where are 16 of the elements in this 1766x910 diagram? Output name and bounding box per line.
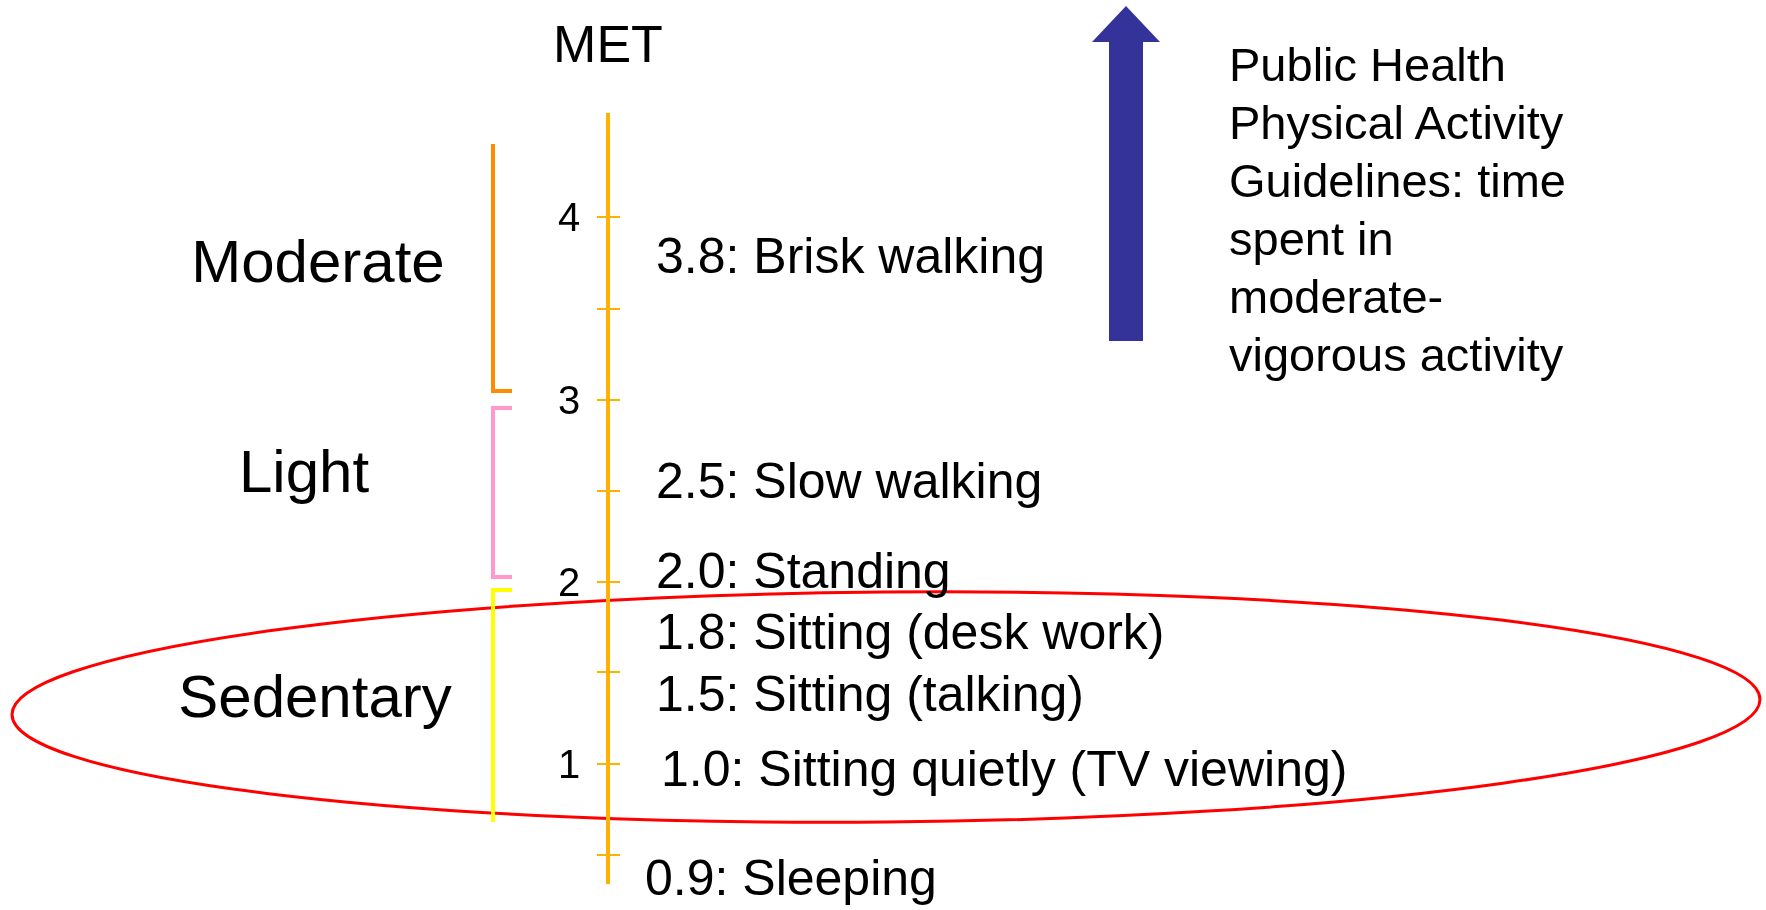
activity-label: 0.9: Sleeping [645,850,937,908]
category-label: Moderate [191,226,445,296]
activity-label: 2.5: Slow walking [656,453,1043,511]
activity-label: 3.8: Brisk walking [656,228,1046,286]
tick-label: 1 [557,741,581,787]
activity-label: 1.5: Sitting (talking) [656,666,1084,724]
tick-label: 3 [557,377,581,423]
activity-label: 2.0: Standing [656,543,951,601]
tick-label: 2 [557,559,581,605]
tick-label: 4 [557,194,581,240]
activity-label: 1.0: Sitting quietly (TV viewing) [661,741,1348,799]
activity-label: 1.8: Sitting (desk work) [656,604,1165,662]
axis-title: MET [553,15,663,75]
category-label: Sedentary [178,661,452,731]
category-label: Light [238,436,370,506]
note-text: Public Health Physical Activity Guidelines: time spent in moderate-vigorous activity [1229,37,1567,383]
